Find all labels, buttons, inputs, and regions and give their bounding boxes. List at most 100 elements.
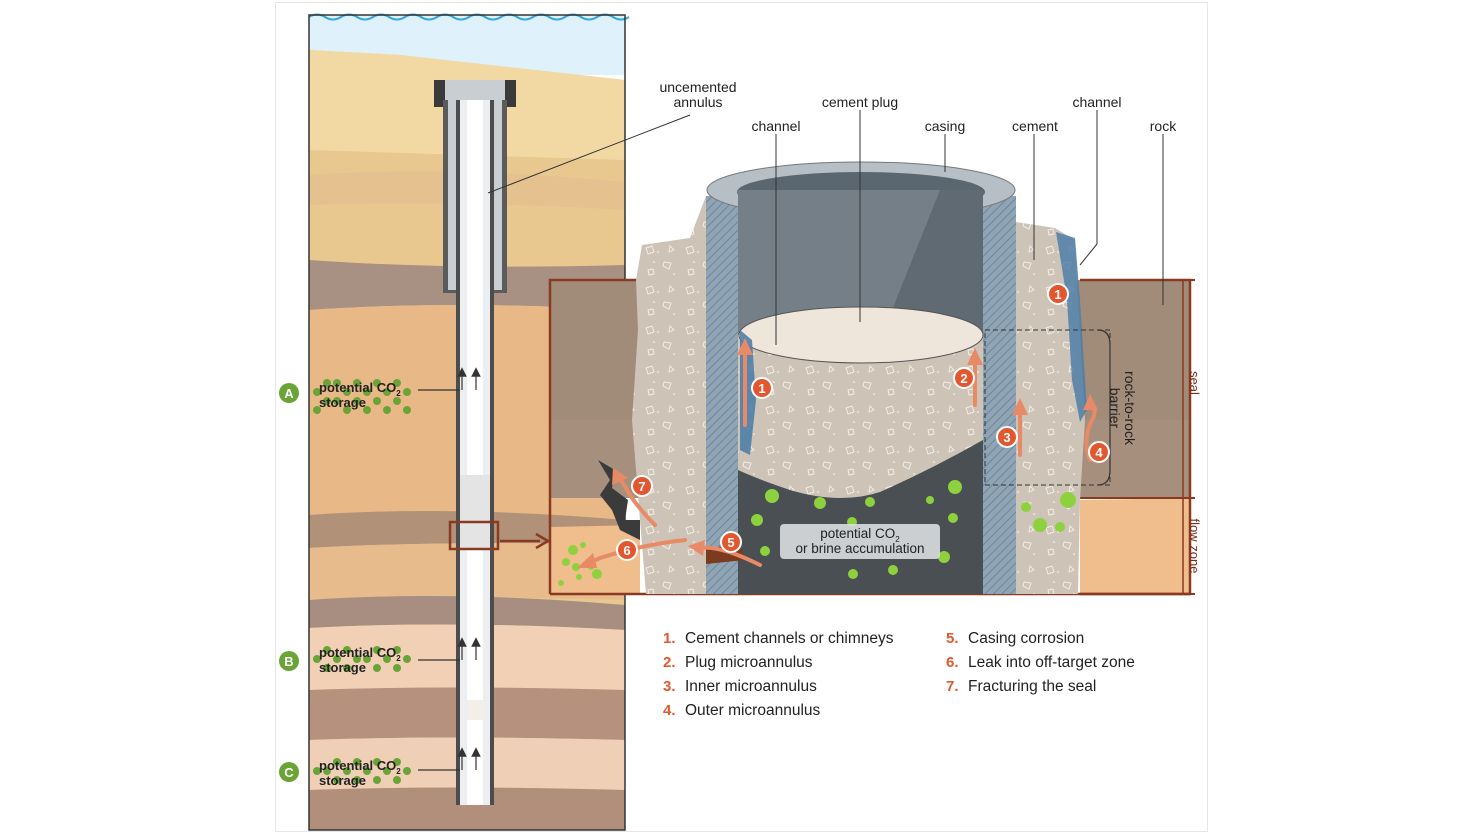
label-annulus: annulus	[673, 94, 722, 110]
svg-text:potential CO2: potential CO2	[820, 526, 900, 544]
storage-dot	[313, 655, 321, 663]
storage-dot	[393, 379, 401, 387]
legend-item-7: 7.Fracturing the seal	[946, 678, 1096, 695]
storage-dot	[383, 388, 391, 396]
storage-c-line2: storage	[319, 773, 366, 788]
co2-bubble	[938, 551, 950, 563]
svg-text:7.: 7.	[946, 678, 959, 695]
svg-text:Inner microannulus: Inner microannulus	[685, 678, 817, 695]
label-casing: casing	[925, 118, 965, 134]
storage-dot	[323, 646, 331, 654]
label-cement: cement	[1012, 118, 1058, 134]
svg-text:Cement channels or chimneys: Cement channels or chimneys	[685, 630, 894, 647]
co2-bubble	[865, 497, 875, 507]
legend-item-5: 5. Casing corrosion	[946, 630, 1084, 647]
storage-b-sub: 2	[396, 654, 401, 663]
co2-bubble	[592, 569, 602, 579]
storage-c-sub: 2	[396, 767, 401, 776]
co2-bubble	[765, 489, 779, 503]
co2-bubble	[1033, 518, 1047, 532]
label-channel-right: channel	[1072, 94, 1121, 110]
svg-text:5.: 5.	[946, 630, 959, 647]
storage-dot	[373, 664, 381, 672]
storage-dot	[403, 406, 411, 414]
co2-bubble	[558, 580, 564, 586]
co2-bubble	[568, 545, 578, 555]
accumulation-line2: or brine accumulation	[795, 541, 924, 556]
storage-dot	[353, 655, 361, 663]
co2-bubble	[562, 558, 570, 566]
legend-item-3: 3.Inner microannulus	[663, 678, 817, 695]
storage-b-line1: potential CO	[319, 645, 396, 660]
storage-dot	[343, 664, 351, 672]
marker-5: 5	[720, 531, 742, 553]
storage-dot	[343, 646, 351, 654]
label-uncemented: uncemented	[659, 79, 736, 95]
svg-text:6.: 6.	[946, 654, 959, 671]
storage-a-sub: 2	[396, 389, 401, 398]
svg-text:1: 1	[758, 381, 765, 396]
marker-6: 6	[616, 539, 638, 561]
storage-dot	[323, 664, 331, 672]
accumulation-label: potential CO2 or brine accumulation	[780, 524, 940, 559]
figure-frame	[275, 2, 1208, 832]
svg-text:Casing corrosion: Casing corrosion	[968, 630, 1084, 647]
storage-b-line2: storage	[319, 660, 366, 675]
svg-text:1: 1	[1054, 287, 1061, 302]
storage-dot	[333, 379, 341, 387]
storage-dot	[343, 767, 351, 775]
svg-text:4.: 4.	[663, 702, 676, 719]
storage-dot	[373, 776, 381, 784]
callouts: uncemented annulus cement plug channel c…	[659, 79, 1202, 573]
legend-item-4: 4. Outer microannulus	[663, 702, 821, 719]
co2-bubble	[948, 513, 958, 523]
storage-dot	[313, 388, 321, 396]
marker-2: 2	[953, 367, 975, 389]
storage-dot	[393, 646, 401, 654]
accumulation-sub: 2	[895, 535, 900, 544]
legend: 1. Cement channels or chimneys 2. Plug mic…	[663, 630, 1135, 719]
label-rock-to-rock: rock-to-rock	[1122, 371, 1138, 446]
storage-letter-c: C	[284, 765, 294, 780]
svg-text:1.: 1.	[663, 630, 676, 647]
marker-7: 7	[631, 475, 653, 497]
svg-text:Outer microannulus: Outer microannulus	[685, 702, 821, 719]
storage-dot	[393, 776, 401, 784]
storage-dot	[333, 776, 341, 784]
storage-a-line1: potential CO	[319, 380, 396, 395]
storage-zone-a: A potential CO2 storage	[279, 380, 401, 410]
well-column	[308, 13, 691, 831]
legend-item-6: 6.Leak into off-target zone	[946, 654, 1135, 671]
storage-dot	[373, 758, 381, 766]
co2-bubble	[751, 514, 763, 526]
svg-text:2.: 2.	[663, 654, 676, 671]
svg-text:4: 4	[1095, 445, 1103, 460]
legend-item-1: 1. Cement channels or chimneys	[663, 630, 894, 647]
label-flow-zone: flow zone	[1187, 519, 1202, 574]
detail-view	[548, 161, 1195, 596]
markers: 1 2 3 4 5 6 7 1	[616, 283, 1110, 561]
storage-c-line1: potential CO	[319, 758, 396, 773]
storage-zone-b: B potential CO2 storage	[279, 645, 401, 675]
storage-dot	[383, 406, 391, 414]
co2-bubble	[1055, 522, 1065, 532]
storage-dot	[373, 646, 381, 654]
storage-dot	[333, 397, 341, 405]
marker-1b: 1	[1047, 283, 1069, 305]
marker-4: 4	[1088, 441, 1110, 463]
label-channel-left: channel	[751, 118, 800, 134]
co2-bubble	[580, 542, 586, 548]
storage-dot	[373, 397, 381, 405]
storage-dot	[323, 379, 331, 387]
storage-dot	[313, 406, 321, 414]
svg-text:6: 6	[623, 543, 630, 558]
storage-dot	[373, 379, 381, 387]
label-cement-plug: cement plug	[822, 94, 898, 110]
storage-a-line2: storage	[319, 395, 366, 410]
co2-bubble	[1060, 492, 1076, 508]
storage-dot	[403, 655, 411, 663]
co2-bubble	[760, 546, 770, 556]
svg-text:Plug microannulus: Plug microannulus	[685, 654, 813, 671]
storage-dot	[363, 388, 371, 396]
